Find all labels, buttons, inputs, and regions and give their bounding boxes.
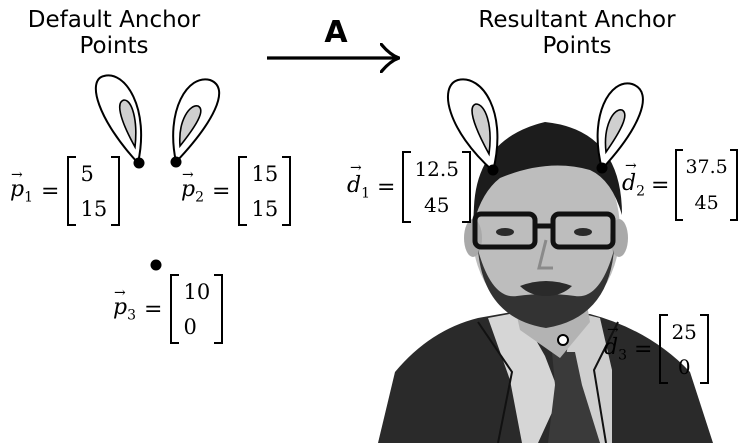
p1-subscript: 1 — [24, 189, 34, 206]
p3-top-value: 10 — [183, 279, 211, 304]
anchor-point-d2 — [596, 162, 608, 174]
anchor-point-p2 — [170, 156, 182, 168]
bunny-ear-icon — [94, 74, 143, 166]
photo-face — [472, 137, 620, 323]
default-ears — [94, 74, 221, 271]
default-anchor-heading-line2: Points — [79, 33, 149, 59]
resultant-anchor-heading-line2: Points — [542, 33, 612, 59]
d3-symbol: d — [604, 334, 619, 360]
anchor-point-d3 — [557, 334, 569, 346]
d1-symbol: d — [347, 172, 362, 198]
p3-symbol: p — [113, 294, 128, 320]
d3-bottom-value: 0 — [677, 354, 691, 379]
p3-bottom-value: 0 — [183, 314, 197, 339]
p2-symbol: p — [181, 176, 196, 202]
p3-subscript: 3 — [127, 307, 137, 324]
default-anchor-heading-line1: Default Anchor — [27, 7, 201, 33]
p2-bottom-value: 15 — [251, 196, 279, 221]
d2-subscript: 2 — [636, 183, 646, 200]
d3-top-value: 25 — [671, 319, 697, 344]
d2-bottom-value: 45 — [694, 192, 719, 214]
photo-beard — [478, 250, 614, 328]
equation-d3: → d3 = 25 0 — [604, 312, 709, 386]
resultant-ears — [446, 78, 644, 346]
anchor-point-d1 — [487, 164, 499, 176]
photo-shirt — [488, 312, 560, 443]
d2-symbol: d — [622, 170, 637, 196]
equation-p1: → p1 = 5 15 — [10, 154, 121, 228]
d3-subscript: 3 — [618, 347, 628, 364]
anchor-point-p1 — [133, 157, 145, 169]
p1-bottom-value: 15 — [80, 196, 108, 221]
photo-tie — [548, 352, 600, 443]
transform-arrow: A — [267, 15, 399, 58]
transform-label: A — [324, 15, 348, 50]
bunny-ear-icon — [596, 82, 644, 172]
equation-d1: → d1 = 12.5 45 — [347, 148, 471, 226]
p2-subscript: 2 — [195, 189, 205, 206]
bunny-ear-icon — [446, 78, 499, 173]
bunny-ear-icon — [172, 78, 221, 165]
photo-glasses — [472, 211, 616, 250]
resultant-anchor-heading-line1: Resultant Anchor — [478, 7, 676, 33]
portrait-photo — [378, 122, 713, 443]
d1-top-value: 12.5 — [414, 157, 459, 181]
equation-p2: → p2 = 15 15 — [181, 154, 292, 228]
p2-top-value: 15 — [251, 161, 279, 186]
equation-d2: → d2 = 37.5 45 — [622, 146, 738, 224]
d2-top-value: 37.5 — [685, 156, 728, 178]
d1-subscript: 1 — [361, 185, 371, 202]
photo-hair — [473, 122, 622, 222]
p1-top-value: 5 — [80, 161, 94, 186]
d1-bottom-value: 45 — [423, 193, 450, 217]
equation-p3: → p3 = 10 0 — [113, 272, 224, 346]
p1-symbol: p — [10, 176, 25, 202]
anchor-point-p3 — [150, 259, 162, 271]
